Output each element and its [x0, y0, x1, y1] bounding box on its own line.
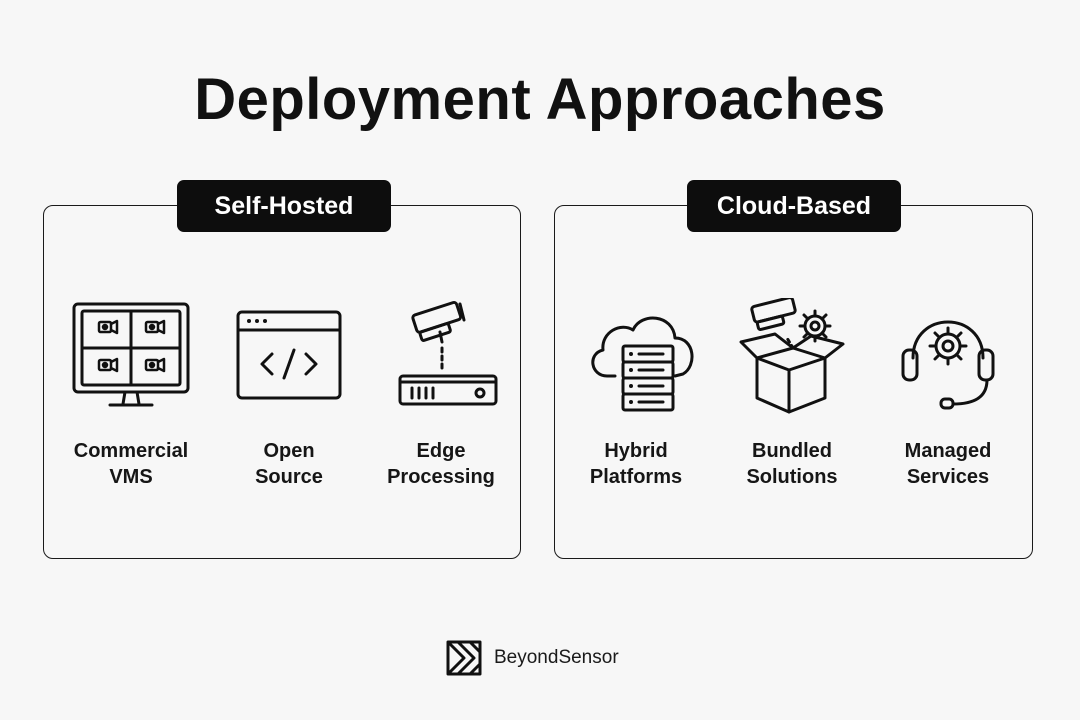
self-hosted-panel: Self-Hosted	[43, 180, 521, 559]
item-label-line: Bundled	[752, 440, 832, 462]
managed-services-item: Managed Services	[873, 298, 1023, 490]
item-label-line: Platforms	[589, 466, 683, 488]
item-label-line: Commercial	[73, 440, 189, 462]
monitor-camera-grid-icon	[72, 302, 190, 407]
item-label-line: Solutions	[746, 466, 838, 488]
item-label-line: Processing	[387, 466, 495, 488]
camera-edge-device-icon	[398, 300, 498, 406]
brand-name: BeyondSensor	[494, 647, 619, 668]
item-label-line: Services	[906, 466, 990, 488]
item-label-line: VMS	[109, 466, 153, 488]
beyondsensor-logo-icon	[446, 640, 482, 676]
bundled-solutions-item: Bundled Solutions	[717, 298, 867, 490]
box-camera-gear-icon	[739, 298, 845, 414]
item-label-line: Hybrid	[604, 440, 668, 462]
cloud-based-tag: Cloud-Based	[687, 180, 901, 232]
code-window-icon	[236, 310, 342, 400]
item-label-line: Edge	[416, 440, 466, 462]
item-label-line: Managed	[904, 440, 992, 462]
cloud-based-panel: Cloud-Based Hybrid Platforms	[554, 180, 1033, 559]
item-label-line: Source	[255, 466, 323, 488]
commercial-vms-item: Commercial VMS	[56, 298, 206, 490]
page-title: Deployment Approaches	[194, 67, 886, 132]
footer-brand: BeyondSensor	[446, 640, 619, 676]
self-hosted-tag: Self-Hosted	[177, 180, 391, 232]
edge-processing-item: Edge Processing	[366, 298, 516, 490]
cloud-server-icon	[591, 316, 694, 412]
headset-gear-icon	[901, 320, 995, 410]
open-source-item: Open Source	[214, 298, 364, 490]
hybrid-platforms-item: Hybrid Platforms	[561, 298, 711, 490]
item-label-line: Open	[263, 440, 315, 462]
